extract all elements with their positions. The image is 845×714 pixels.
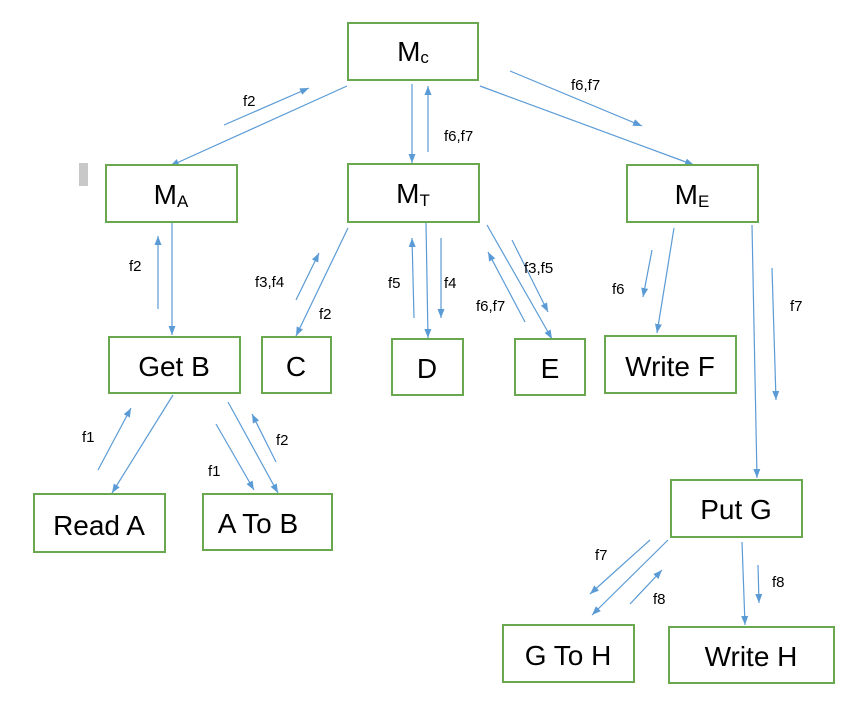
node-mc-main: M xyxy=(397,36,420,67)
node-g-to-h: G To H xyxy=(502,624,635,683)
flow-label-me-putg: f7 xyxy=(790,298,803,315)
arrow-getb-to-atob-left xyxy=(215,423,255,491)
node-get-b-label: Get B xyxy=(138,351,210,382)
node-d-label: D xyxy=(417,353,437,384)
node-read-a-label: Read A xyxy=(53,510,145,541)
flow-label-mt-e-up: f6,f7 xyxy=(476,298,505,315)
arrow-reada-to-getb xyxy=(97,407,132,471)
arrow-mc-to-ma xyxy=(169,85,348,167)
node-get-b: Get B xyxy=(108,336,241,394)
flow-label-me-writef: f6 xyxy=(612,281,625,298)
node-mc-sub: c xyxy=(420,48,429,67)
flow-label-gtoh-putg: f8 xyxy=(653,591,666,608)
svg-text:MT: MT xyxy=(396,178,430,210)
node-write-f-label: Write F xyxy=(625,351,715,382)
arrow-mt-to-e xyxy=(486,224,553,340)
arrow-me-to-writef xyxy=(654,227,675,334)
svg-text:MA: MA xyxy=(154,179,189,211)
flow-label-getb-atob-up: f2 xyxy=(276,432,289,449)
arrow-me-to-putg-short xyxy=(771,267,780,401)
flow-label-mt-c-down: f2 xyxy=(319,306,332,323)
node-put-g-label: Put G xyxy=(700,494,772,525)
node-mt: MT xyxy=(347,163,480,223)
arrow-mt-to-d xyxy=(424,222,432,339)
arrow-d-to-mt xyxy=(408,237,416,319)
arrow-ma-to-mc xyxy=(223,87,310,126)
arrow-c-to-mt xyxy=(295,252,320,301)
edges xyxy=(97,70,780,626)
node-put-g: Put G xyxy=(670,479,803,538)
node-me: ME xyxy=(626,164,759,223)
svg-text:ME: ME xyxy=(675,179,710,211)
arrow-putg-to-writeh-short xyxy=(755,564,763,604)
node-write-f: Write F xyxy=(604,335,737,394)
node-me-main: M xyxy=(675,179,698,210)
node-e-label: E xyxy=(541,353,560,384)
arrow-putg-to-gtoh xyxy=(591,539,669,616)
arrow-getb-to-atob xyxy=(227,401,279,494)
arrow-getb-to-reada xyxy=(111,394,174,494)
arrow-mt-to-c xyxy=(295,227,349,337)
node-d: D xyxy=(391,338,464,396)
flow-label-putg-writeh: f8 xyxy=(772,574,785,591)
flow-label-mc-me: f6,f7 xyxy=(571,77,600,94)
arrow-putg-to-writeh xyxy=(741,541,749,626)
node-ma-sub: A xyxy=(177,192,189,211)
node-ma: MA xyxy=(105,164,238,223)
flow-label-getb-reada: f1 xyxy=(82,429,95,446)
flow-label-getb-atob-down: f1 xyxy=(208,463,221,480)
gray-marker xyxy=(79,163,88,186)
arrow-e-to-mt xyxy=(487,251,526,323)
arrow-putg-to-gtoh-upper xyxy=(589,539,651,595)
arrow-me-to-putg xyxy=(751,224,761,479)
node-ma-main: M xyxy=(154,179,177,210)
arrow-gtoh-to-putg xyxy=(629,569,663,605)
node-write-h-label: Write H xyxy=(705,641,798,672)
arrow-mc-to-me-upper xyxy=(509,70,643,127)
node-e: E xyxy=(514,338,586,396)
node-c: C xyxy=(261,336,332,394)
svg-text:Mc: Mc xyxy=(397,36,429,67)
arrow-me-to-writef-short xyxy=(641,249,653,298)
flow-label-ma-getb: f2 xyxy=(129,258,142,275)
node-mc: Mc xyxy=(347,22,479,81)
flow-label-putg-gtoh: f7 xyxy=(595,547,608,564)
flow-label-mt-c-up: f3,f4 xyxy=(255,274,284,291)
node-mt-main: M xyxy=(396,178,419,209)
node-a-to-b: A To B xyxy=(202,493,333,551)
flow-label-mc-ma: f2 xyxy=(243,93,256,110)
arrow-mc-to-me xyxy=(479,85,695,166)
flow-label-mt-d-up: f5 xyxy=(388,275,401,292)
flow-labels: f2 f6,f7 f6,f7 f2 f3,f4 f2 f5 f4 f3,f5 f… xyxy=(82,77,803,608)
flow-label-mc-mt: f6,f7 xyxy=(444,128,473,145)
arrow-atob-to-getb xyxy=(251,413,277,463)
node-c-label: C xyxy=(286,351,306,382)
node-a-to-b-label: A To B xyxy=(218,508,298,539)
node-read-a: Read A xyxy=(33,493,166,553)
arrow-mt-to-e-upper xyxy=(511,239,549,313)
node-me-sub: E xyxy=(698,192,709,211)
node-g-to-h-label: G To H xyxy=(525,640,612,671)
node-mt-sub: T xyxy=(419,191,429,210)
flow-label-mt-e-down: f3,f5 xyxy=(524,260,553,277)
flow-label-mt-d-down: f4 xyxy=(444,275,457,292)
node-write-h: Write H xyxy=(668,626,835,684)
